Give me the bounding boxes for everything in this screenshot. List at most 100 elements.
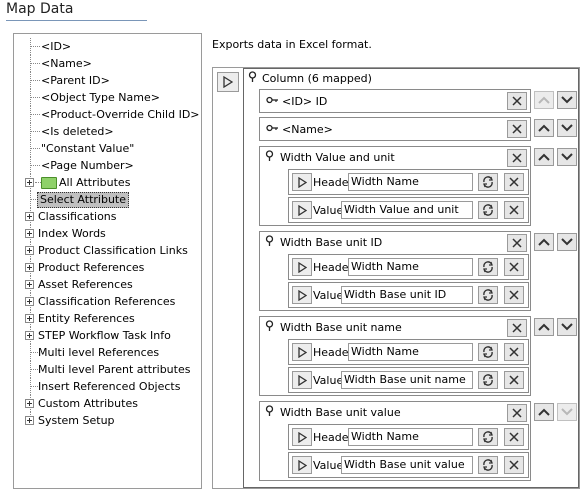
refresh-icon[interactable] bbox=[478, 286, 498, 304]
value-row: Value Width Base unit ID bbox=[288, 282, 529, 308]
refresh-icon[interactable] bbox=[478, 343, 498, 361]
tree-item-select-attribute[interactable]: Select Attribute bbox=[14, 191, 200, 208]
close-icon[interactable] bbox=[504, 371, 524, 389]
play-icon[interactable] bbox=[292, 371, 312, 389]
header-row: Header Width Name bbox=[288, 424, 529, 450]
play-icon[interactable] bbox=[292, 428, 312, 446]
expand-icon[interactable] bbox=[25, 212, 34, 221]
expand-icon[interactable] bbox=[25, 263, 34, 272]
header-label: Header bbox=[313, 261, 354, 274]
tree-item[interactable]: Classifications bbox=[14, 208, 200, 225]
value-field[interactable]: Width Base unit ID bbox=[341, 286, 473, 304]
tree-item[interactable]: Product References bbox=[14, 259, 200, 276]
chevron-down-icon[interactable] bbox=[557, 119, 577, 137]
tree-item[interactable]: System Setup bbox=[14, 412, 200, 429]
play-icon[interactable] bbox=[292, 258, 312, 276]
tree-item[interactable]: Product Classification Links bbox=[14, 242, 200, 259]
mapping-row[interactable]: <Name> bbox=[259, 117, 531, 141]
close-icon[interactable] bbox=[507, 149, 527, 167]
close-icon[interactable] bbox=[507, 92, 527, 110]
tree-item[interactable]: Multi level References bbox=[14, 344, 200, 361]
title-underline bbox=[6, 20, 147, 21]
refresh-icon[interactable] bbox=[478, 456, 498, 474]
tree-item-label: Multi level Parent attributes bbox=[38, 363, 191, 376]
close-icon[interactable] bbox=[507, 404, 527, 422]
value-field[interactable]: Width Value and unit bbox=[341, 201, 473, 219]
close-icon[interactable] bbox=[507, 319, 527, 337]
refresh-icon[interactable] bbox=[478, 201, 498, 219]
expand-icon[interactable] bbox=[25, 416, 34, 425]
chevron-up-icon[interactable] bbox=[534, 91, 554, 109]
attribute-tree[interactable]: <ID> <Name> <Parent ID> <Object Type Nam… bbox=[13, 33, 202, 489]
tree-item[interactable]: <Parent ID> bbox=[14, 72, 200, 89]
chevron-down-icon[interactable] bbox=[557, 233, 577, 251]
close-icon[interactable] bbox=[504, 286, 524, 304]
expand-icon[interactable] bbox=[25, 178, 34, 187]
expand-icon[interactable] bbox=[25, 314, 34, 323]
refresh-icon[interactable] bbox=[478, 371, 498, 389]
close-icon[interactable] bbox=[504, 173, 524, 191]
expand-icon[interactable] bbox=[25, 297, 34, 306]
refresh-icon[interactable] bbox=[478, 428, 498, 446]
pin-icon bbox=[265, 320, 274, 335]
expand-icon[interactable] bbox=[25, 399, 34, 408]
close-icon[interactable] bbox=[504, 456, 524, 474]
tree-item[interactable]: <ID> bbox=[14, 38, 200, 55]
value-field[interactable]: Width Base unit name bbox=[341, 371, 473, 389]
header-field[interactable]: Width Name bbox=[348, 173, 473, 191]
tree-item[interactable]: <Is deleted> bbox=[14, 123, 200, 140]
play-icon[interactable] bbox=[292, 343, 312, 361]
tree-item-label: Classification References bbox=[38, 295, 176, 308]
play-icon[interactable] bbox=[292, 173, 312, 191]
tree-item[interactable]: Multi level Parent attributes bbox=[14, 361, 200, 378]
chevron-up-icon[interactable] bbox=[534, 233, 554, 251]
chevron-up-icon[interactable] bbox=[534, 148, 554, 166]
close-icon[interactable] bbox=[507, 120, 527, 138]
header-field[interactable]: Width Name bbox=[348, 428, 473, 446]
expand-icon[interactable] bbox=[25, 331, 34, 340]
play-icon[interactable] bbox=[217, 72, 239, 92]
close-icon[interactable] bbox=[504, 343, 524, 361]
tree-item[interactable]: "Constant Value" bbox=[14, 140, 200, 157]
tree-item[interactable]: STEP Workflow Task Info bbox=[14, 327, 200, 344]
chevron-down-icon[interactable] bbox=[557, 403, 577, 421]
page-title: Map Data bbox=[6, 1, 74, 17]
close-icon[interactable] bbox=[504, 428, 524, 446]
chevron-down-icon[interactable] bbox=[557, 318, 577, 336]
refresh-icon[interactable] bbox=[478, 173, 498, 191]
tree-item[interactable]: <Object Type Name> bbox=[14, 89, 200, 106]
tree-item-label: Entity References bbox=[38, 312, 135, 325]
close-icon[interactable] bbox=[507, 234, 527, 252]
tree-item[interactable]: Asset References bbox=[14, 276, 200, 293]
expand-icon[interactable] bbox=[25, 280, 34, 289]
play-icon[interactable] bbox=[292, 286, 312, 304]
tree-item[interactable]: Entity References bbox=[14, 310, 200, 327]
tree-item[interactable]: <Name> bbox=[14, 55, 200, 72]
tree-item-label: <Name> bbox=[41, 57, 92, 70]
value-field[interactable]: Width Base unit value bbox=[341, 456, 473, 474]
header-row: Header Width Name bbox=[288, 169, 529, 195]
mapping-row[interactable]: <ID> ID bbox=[259, 89, 531, 113]
header-field[interactable]: Width Name bbox=[348, 343, 473, 361]
play-icon[interactable] bbox=[292, 201, 312, 219]
tree-item[interactable]: <Page Number> bbox=[14, 157, 200, 174]
close-icon[interactable] bbox=[504, 258, 524, 276]
header-field[interactable]: Width Name bbox=[348, 258, 473, 276]
refresh-icon[interactable] bbox=[478, 258, 498, 276]
chevron-down-icon[interactable] bbox=[557, 91, 577, 109]
chevron-up-icon[interactable] bbox=[534, 119, 554, 137]
tree-item-all-attributes[interactable]: All Attributes bbox=[14, 174, 200, 191]
mapping-group: Width Base unit ID Header Width Name Val… bbox=[259, 231, 531, 311]
chevron-up-icon[interactable] bbox=[534, 403, 554, 421]
expand-icon[interactable] bbox=[25, 246, 34, 255]
tree-item[interactable]: <Product-Override Child ID> bbox=[14, 106, 200, 123]
play-icon[interactable] bbox=[292, 456, 312, 474]
chevron-up-icon[interactable] bbox=[534, 318, 554, 336]
tree-item[interactable]: Index Words bbox=[14, 225, 200, 242]
expand-icon[interactable] bbox=[25, 229, 34, 238]
tree-item[interactable]: Classification References bbox=[14, 293, 200, 310]
tree-item[interactable]: Insert Referenced Objects bbox=[14, 378, 200, 395]
tree-item[interactable]: Custom Attributes bbox=[14, 395, 200, 412]
chevron-down-icon[interactable] bbox=[557, 148, 577, 166]
close-icon[interactable] bbox=[504, 201, 524, 219]
